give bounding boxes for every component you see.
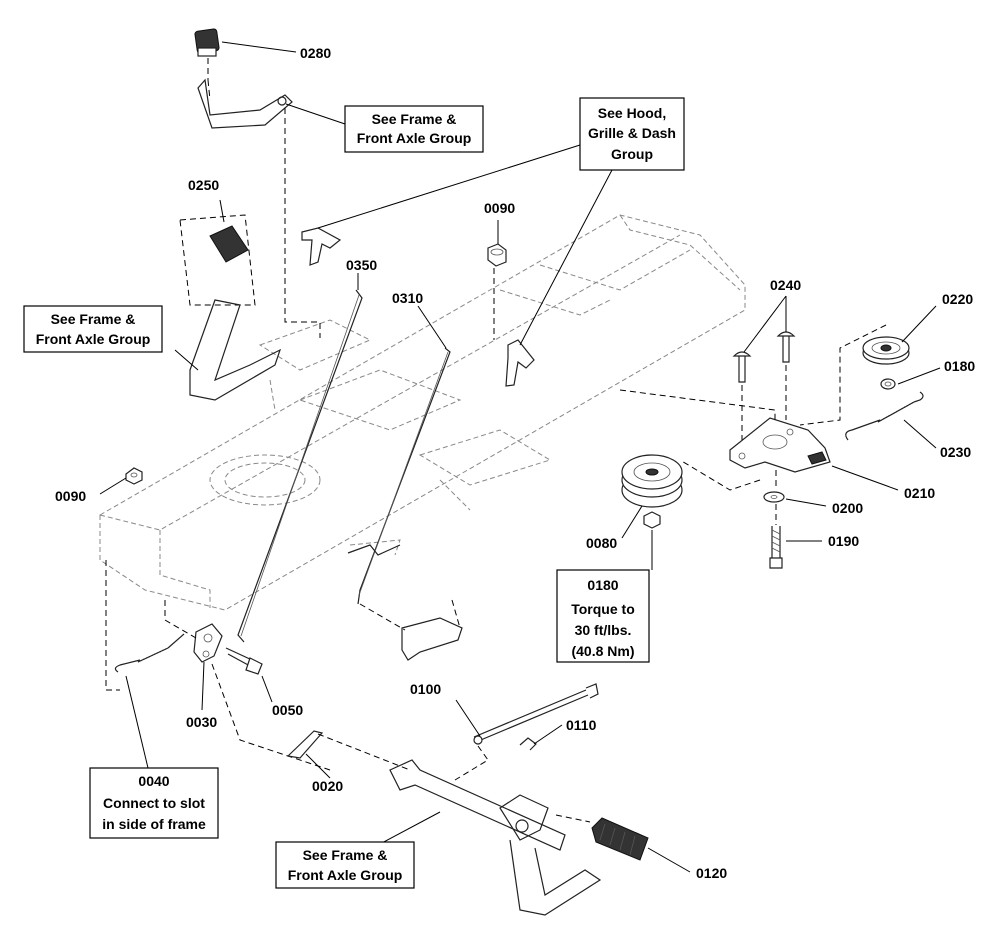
- svg-text:Front Axle Group: Front Axle Group: [288, 867, 403, 883]
- leader-lines: [99, 41, 941, 873]
- note-frame-axle-top: See Frame & Front Axle Group: [344, 105, 484, 153]
- svg-text:Torque to: Torque to: [571, 601, 635, 617]
- label-0050: 0050: [272, 702, 303, 718]
- part-0080-pulley: [621, 454, 683, 508]
- svg-text:See Frame &: See Frame &: [303, 847, 388, 863]
- label-0190: 0190: [828, 533, 859, 549]
- label-0110: 0110: [566, 717, 597, 733]
- part-0100-rod: [473, 683, 599, 745]
- note-frame-axle-left: See Frame & Front Axle Group: [23, 305, 163, 353]
- part-0250-pedal-pad: [209, 225, 249, 263]
- label-0030: 0030: [186, 714, 217, 730]
- svg-text:0180: 0180: [587, 577, 618, 593]
- part-0020-rod: [286, 730, 324, 759]
- label-0120: 0120: [696, 865, 727, 881]
- label-0250: 0250: [188, 177, 219, 193]
- label-0090-top: 0090: [484, 200, 515, 216]
- svg-text:See Frame &: See Frame &: [51, 311, 136, 327]
- part-0190-bolt: [769, 526, 783, 569]
- part-0200-washer: [763, 491, 785, 503]
- svg-text:0040: 0040: [138, 773, 169, 789]
- part-0090-nut-top: [487, 243, 507, 267]
- part-0180-nut-top: [880, 378, 896, 390]
- label-0020: 0020: [312, 778, 343, 794]
- part-0030-bracket: [193, 623, 223, 663]
- label-0230: 0230: [940, 444, 971, 460]
- note-hood-grille-dash: See Hood, Grille & Dash Group: [579, 97, 685, 171]
- label-0100: 0100: [410, 681, 441, 697]
- part-labels: 0280 0250 0090 0350 0310 0240 0220 0180 …: [55, 45, 975, 881]
- lower-bracket-middle: [401, 617, 463, 661]
- part-0090-nut-left: [125, 467, 143, 485]
- svg-text:Connect to slot: Connect to slot: [103, 795, 205, 811]
- hood-bracket-right: [505, 339, 535, 387]
- label-0210: 0210: [904, 485, 935, 501]
- label-0220: 0220: [942, 291, 973, 307]
- svg-text:Grille & Dash: Grille & Dash: [588, 125, 676, 141]
- label-0180-top: 0180: [944, 358, 975, 374]
- label-0080: 0080: [586, 535, 617, 551]
- part-0180-nut-lower: [643, 511, 661, 529]
- lower-pedal-assembly: [389, 759, 602, 916]
- tractor-frame: [99, 214, 746, 611]
- svg-text:Front Axle Group: Front Axle Group: [357, 130, 472, 146]
- svg-text:(40.8 Nm): (40.8 Nm): [571, 643, 634, 659]
- label-0310: 0310: [392, 290, 423, 306]
- note-frame-axle-bottom: See Frame & Front Axle Group: [275, 841, 415, 889]
- part-0230-spring: [845, 391, 924, 441]
- label-0240: 0240: [770, 277, 801, 293]
- label-0090-left: 0090: [55, 488, 86, 504]
- part-0220-pulley: [862, 336, 910, 365]
- rod-break-symbol: [347, 544, 401, 556]
- part-0110-clip: [519, 737, 537, 751]
- hood-bracket-left: [301, 227, 342, 266]
- part-0120-grip: [591, 817, 649, 861]
- part-0280-pedal-lever: [194, 28, 293, 129]
- label-0280: 0280: [300, 45, 331, 61]
- part-0240-bolts: [732, 331, 796, 383]
- part-0050-bolt: [225, 647, 263, 675]
- left-pedal-arm: [189, 299, 282, 401]
- svg-text:See Frame &: See Frame &: [372, 111, 457, 127]
- svg-text:30 ft/lbs.: 30 ft/lbs.: [575, 622, 632, 638]
- part-0350-rod: [237, 289, 363, 643]
- part-0310-rod: [357, 347, 451, 605]
- label-0200: 0200: [832, 500, 863, 516]
- note-slot: 0040 Connect to slot in side of frame: [89, 767, 219, 839]
- label-0350: 0350: [346, 257, 377, 273]
- svg-text:in side of frame: in side of frame: [102, 816, 206, 832]
- svg-text:See Hood,: See Hood,: [598, 105, 666, 121]
- svg-text:Front Axle Group: Front Axle Group: [36, 331, 151, 347]
- svg-text:Group: Group: [611, 146, 653, 162]
- part-0040-spring: [114, 633, 185, 673]
- note-torque: 0180 Torque to 30 ft/lbs. (40.8 Nm): [556, 569, 650, 663]
- part-0210-idler-bracket: [729, 417, 831, 473]
